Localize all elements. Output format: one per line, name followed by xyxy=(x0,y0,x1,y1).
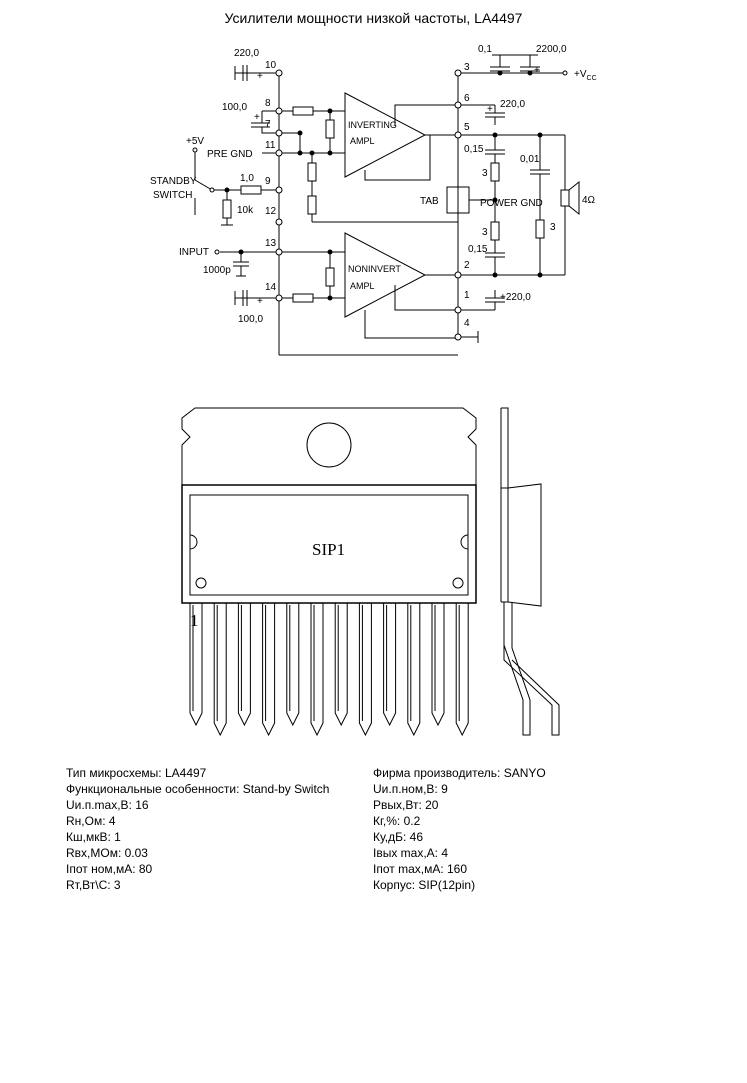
package-pin xyxy=(189,602,203,727)
plus5v-label: +5V xyxy=(186,136,204,147)
input-label: INPUT xyxy=(179,247,209,258)
polarity-plus-pin14: + xyxy=(257,296,263,307)
noninvert-label-1: NONINVERT xyxy=(348,264,401,274)
pin-7-label: 7 xyxy=(265,119,271,130)
resistor-standby-value: 1,0 xyxy=(240,173,254,184)
spec-gain: Ку,дБ: 46 xyxy=(373,830,424,844)
noninverting-amp xyxy=(344,232,427,318)
spec-current-max: Iпот max,мА: 160 xyxy=(373,862,468,876)
pin-1-marker: 1 xyxy=(190,611,199,630)
pin-4-label: 4 xyxy=(464,318,470,329)
power-gnd-label: POWER GND xyxy=(480,198,543,209)
spec-input-resistance: Rвх,МОм: 0.03 xyxy=(66,846,148,860)
inverting-amp xyxy=(344,92,427,178)
cap-01-value: 0,1 xyxy=(478,44,492,55)
spec-output-current-max: Iвых max,А: 4 xyxy=(373,846,449,860)
cap-015-top-value: 0,15 xyxy=(464,144,484,155)
cap-pin1-value: +220,0 xyxy=(500,292,531,303)
spec-package: Корпус: SIP(12pin) xyxy=(373,878,476,892)
pin-8-label: 8 xyxy=(265,98,271,109)
page-title: Усилители мощности низкой частоты, LA449… xyxy=(224,10,523,26)
resistor-3-bottom-value: 3 xyxy=(482,227,488,238)
package-pin xyxy=(407,602,421,737)
spec-noise: Кш,мкВ: 1 xyxy=(66,830,121,844)
standby-label-2: SWITCH xyxy=(153,190,192,201)
spec-list-left: Тип микросхемы: LA4497 Функциональные ос… xyxy=(66,765,329,893)
inverting-label-1: INVERTING xyxy=(348,120,397,130)
cap-input-value: 1000p xyxy=(203,265,231,276)
spec-chip-type: Тип микросхемы: LA4497 xyxy=(66,766,207,780)
spec-manufacturer: Фирма производитель: SANYO xyxy=(373,766,546,780)
spec-load-resistance: Rн,Ом: 4 xyxy=(66,814,116,828)
package-pin xyxy=(262,602,276,737)
cap-pin10-value: 220,0 xyxy=(234,48,259,59)
spec-list-right: Фирма производитель: SANYO Uи.п.ном,В: 9… xyxy=(373,765,546,893)
pin-14-label: 14 xyxy=(265,282,277,293)
schematic xyxy=(192,54,580,356)
package-front-view xyxy=(181,407,477,737)
pin-1-label: 1 xyxy=(464,290,470,301)
cap-pin6-value: 220,0 xyxy=(500,99,525,110)
spec-supply-max: Uи.п.max,В: 16 xyxy=(66,798,149,812)
pin-10-label: 10 xyxy=(265,60,277,71)
cap-pin8-value: 100,0 xyxy=(222,102,247,113)
package-pin xyxy=(431,602,445,727)
package-pin xyxy=(334,602,348,727)
spec-features: Функциональные особенности: Stand-by Swi… xyxy=(66,782,330,796)
pin-6-label: 6 xyxy=(464,93,470,104)
pin-13-label: 13 xyxy=(265,238,277,249)
resistor-10k-value: 10k xyxy=(237,205,254,216)
pre-gnd-label: PRE GND xyxy=(207,149,253,160)
spec-current-nominal: Iпот ном,мА: 80 xyxy=(66,862,153,876)
spec-supply-nominal: Uи.п.ном,В: 9 xyxy=(373,782,448,796)
package-pin xyxy=(455,602,469,737)
inverting-label-2: AMPL xyxy=(350,136,375,146)
package-pins xyxy=(189,602,469,737)
package-pin xyxy=(383,602,397,727)
pin-12-label: 12 xyxy=(265,206,277,217)
polarity-plus-pin8: + xyxy=(254,112,260,123)
resistor-3-right-value: 3 xyxy=(550,222,556,233)
package-label: SIP1 xyxy=(312,540,345,559)
noninvert-label-2: AMPL xyxy=(350,281,375,291)
polarity-plus-2200: + xyxy=(534,65,540,76)
cap-2200-value: 2200,0 xyxy=(536,44,567,55)
cap-015-bottom-value: 0,15 xyxy=(468,244,488,255)
pin-9-label: 9 xyxy=(265,176,271,187)
polarity-plus-pin6: + xyxy=(487,104,493,115)
package-pin xyxy=(237,602,251,727)
pin-3-label: 3 xyxy=(464,62,470,73)
standby-label-1: STANDBY xyxy=(150,176,197,187)
speaker-value: 4Ω xyxy=(582,195,596,206)
vcc-label: +VCC xyxy=(574,69,597,82)
spec-output-power: Рвых,Вт: 20 xyxy=(373,798,439,812)
mounting-hole xyxy=(306,422,352,468)
tab-label: TAB xyxy=(420,196,439,207)
package-side-view xyxy=(500,407,560,736)
pin-2-label: 2 xyxy=(464,260,470,271)
pin-11-label: 11 xyxy=(265,140,276,151)
polarity-plus-pin10: + xyxy=(257,71,263,82)
pin-5-label: 5 xyxy=(464,122,470,133)
package-pin xyxy=(310,602,324,737)
spec-thermal-resistance: Rт,Вт\С: 3 xyxy=(66,878,121,892)
cap-pin14-value: 100,0 xyxy=(238,314,263,325)
package-pin xyxy=(358,602,372,737)
cap-001-value: 0,01 xyxy=(520,154,540,165)
package-pin xyxy=(286,602,300,727)
package-pin xyxy=(213,602,227,737)
resistor-3-top-value: 3 xyxy=(482,168,488,179)
spec-thd: Кг,%: 0.2 xyxy=(373,814,421,828)
schematic-labels: INVERTING AMPL NONINVERT AMPL 10 8 7 11 … xyxy=(150,44,597,329)
